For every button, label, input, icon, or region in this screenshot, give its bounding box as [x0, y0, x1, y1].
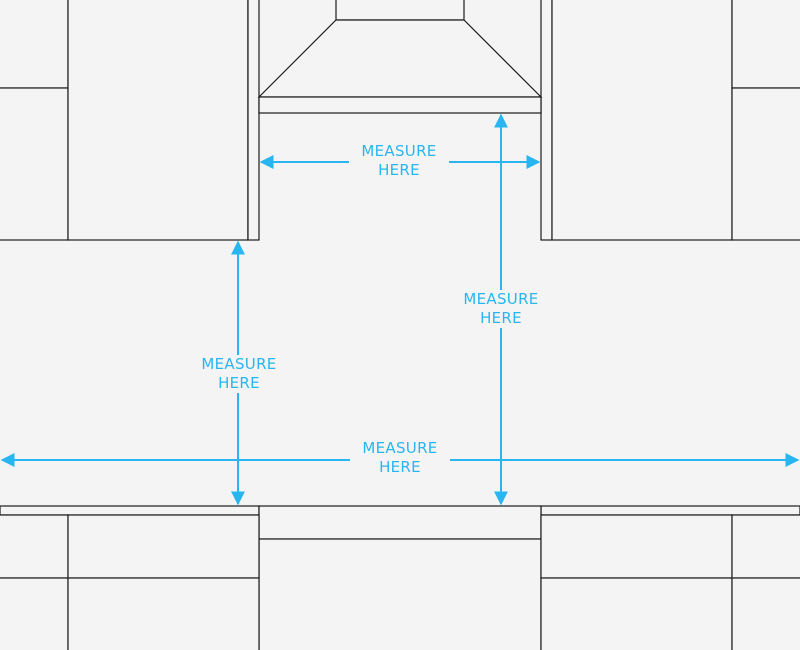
- upper-cabinet-left: [0, 0, 260, 241]
- hood-height-label-line2: HERE: [480, 309, 522, 327]
- counter-width-label-line2: HERE: [379, 458, 421, 476]
- cabinet-height-label-line2: HERE: [218, 374, 260, 392]
- hood-height-label: MEASURE HERE: [451, 290, 551, 328]
- range-hood: [257, 0, 543, 114]
- range-stove: [258, 505, 542, 650]
- hood-width-label: MEASURE HERE: [349, 142, 449, 180]
- cabinet-height-label-line1: MEASURE: [201, 355, 277, 373]
- lower-cabinet-right: [540, 514, 800, 650]
- cabinet-height-label: MEASURE HERE: [189, 355, 289, 393]
- hood-width-label-line1: MEASURE: [361, 142, 437, 160]
- lower-cabinet-left: [0, 514, 260, 650]
- upper-cabinet-right: [540, 0, 800, 241]
- hood-height-label-line1: MEASURE: [463, 290, 539, 308]
- counter-width-label-line1: MEASURE: [362, 439, 438, 457]
- counter-width-label: MEASURE HERE: [350, 439, 450, 477]
- hood-width-label-line2: HERE: [378, 161, 420, 179]
